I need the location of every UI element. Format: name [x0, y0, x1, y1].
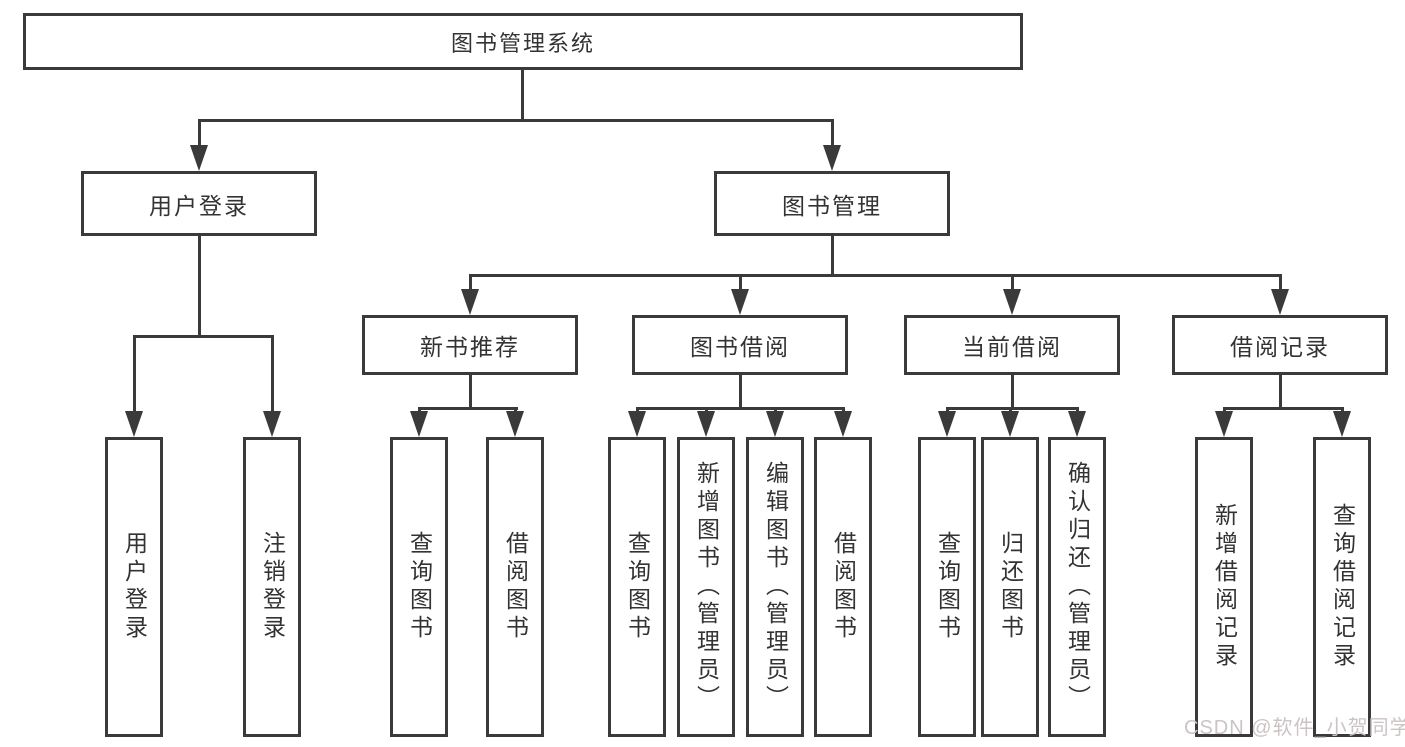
- leaf-label: 借阅图书: [830, 531, 857, 643]
- connector-line: [842, 407, 845, 413]
- connector-line: [739, 274, 742, 291]
- leaf-label: 查询图书: [406, 531, 433, 643]
- arrow-down-icon: [125, 411, 143, 437]
- arrow-down-icon: [1333, 411, 1351, 437]
- connector-line: [469, 274, 1282, 277]
- arrow-down-icon: [731, 289, 749, 315]
- arrow-down-icon: [506, 411, 524, 437]
- arrow-down-icon: [263, 411, 281, 437]
- arrow-down-icon: [766, 411, 784, 437]
- connector-line: [1076, 407, 1079, 413]
- node-label: 图书管理系统: [450, 30, 595, 56]
- arrow-down-icon: [1271, 289, 1289, 315]
- leaf-query-books-recommend: 查询图书: [390, 437, 448, 737]
- arrow-down-icon: [697, 411, 715, 437]
- connector-line: [831, 119, 834, 147]
- connector-line: [469, 274, 472, 291]
- leaf-label: 归还图书: [997, 531, 1024, 643]
- connector-line: [946, 407, 1079, 410]
- node-current-borrowing: 当前借阅: [904, 315, 1120, 375]
- arrow-down-icon: [628, 411, 646, 437]
- leaf-logout: 注销登录: [243, 437, 301, 737]
- leaf-label: 用户登录: [121, 531, 148, 643]
- leaf-confirm-return-admin: 确认归还（管理员）: [1048, 437, 1106, 737]
- connector-line: [831, 236, 834, 274]
- connector-line: [1009, 407, 1012, 413]
- node-book-management: 图书管理: [714, 171, 950, 236]
- connector-line: [198, 119, 834, 122]
- leaf-label: 查询图书: [624, 531, 651, 643]
- connector-line: [739, 375, 742, 407]
- connector-line: [418, 407, 518, 410]
- connector-line: [946, 407, 949, 413]
- connector-line: [705, 407, 708, 413]
- leaf-return-books: 归还图书: [981, 437, 1039, 737]
- node-book-borrowing: 图书借阅: [632, 315, 848, 375]
- leaf-label: 借阅图书: [502, 531, 529, 643]
- arrow-down-icon: [410, 411, 428, 437]
- arrow-down-icon: [834, 411, 852, 437]
- leaf-label: 查询图书: [934, 531, 961, 643]
- arrow-down-icon: [938, 411, 956, 437]
- leaf-borrow-books: 借阅图书: [814, 437, 872, 737]
- leaf-borrow-books-recommend: 借阅图书: [486, 437, 544, 737]
- leaf-label: 新增借阅记录: [1211, 503, 1238, 671]
- arrow-down-icon: [1215, 411, 1233, 437]
- leaf-edit-books-admin: 编辑图书（管理员）: [746, 437, 804, 737]
- node-label: 图书借阅: [690, 334, 790, 360]
- node-label: 当前借阅: [962, 334, 1062, 360]
- leaf-label: 查询借阅记录: [1329, 503, 1356, 671]
- node-label: 用户登录: [149, 192, 249, 219]
- node-library-management-system: 图书管理系统: [23, 13, 1023, 70]
- connector-line: [198, 119, 201, 147]
- arrow-down-icon: [1068, 411, 1086, 437]
- node-label: 借阅记录: [1230, 334, 1330, 360]
- connector-line: [271, 335, 274, 413]
- connector-line: [1223, 407, 1226, 413]
- arrow-down-icon: [1001, 411, 1019, 437]
- connector-line: [418, 407, 421, 413]
- node-user-login: 用户登录: [81, 171, 317, 236]
- connector-line: [1279, 375, 1282, 407]
- connector-line: [1223, 407, 1344, 410]
- connector-line: [774, 407, 777, 413]
- leaf-query-books-current: 查询图书: [918, 437, 976, 737]
- leaf-label: 注销登录: [259, 531, 286, 643]
- leaf-query-borrow-record: 查询借阅记录: [1313, 437, 1371, 737]
- connector-line: [636, 407, 639, 413]
- connector-line: [469, 375, 472, 407]
- csdn-watermark: CSDN @软件_小贺同学: [1184, 717, 1405, 739]
- connector-line: [198, 236, 201, 335]
- arrow-down-icon: [1003, 289, 1021, 315]
- arrow-down-icon: [823, 145, 841, 171]
- arrow-down-icon: [190, 145, 208, 171]
- connector-line: [1011, 375, 1014, 407]
- leaf-label: 编辑图书（管理员）: [762, 461, 789, 713]
- connector-line: [1279, 274, 1282, 291]
- node-borrowing-records: 借阅记录: [1172, 315, 1388, 375]
- node-label: 新书推荐: [420, 334, 520, 360]
- leaf-label: 新增图书（管理员）: [693, 461, 720, 713]
- connector-line: [133, 335, 136, 413]
- node-label: 图书管理: [782, 192, 882, 219]
- node-new-book-recommendation: 新书推荐: [362, 315, 578, 375]
- leaf-add-books-admin: 新增图书（管理员）: [677, 437, 735, 737]
- arrow-down-icon: [461, 289, 479, 315]
- connector-line: [1011, 274, 1014, 291]
- leaf-add-borrow-record: 新增借阅记录: [1195, 437, 1253, 737]
- connector-line: [1341, 407, 1344, 413]
- connector-line: [636, 407, 845, 410]
- leaf-user-login: 用户登录: [105, 437, 163, 737]
- connector-line: [133, 335, 274, 338]
- leaf-query-books-borrowing: 查询图书: [608, 437, 666, 737]
- leaf-label: 确认归还（管理员）: [1064, 461, 1091, 713]
- connector-line: [521, 70, 524, 119]
- connector-line: [514, 407, 517, 413]
